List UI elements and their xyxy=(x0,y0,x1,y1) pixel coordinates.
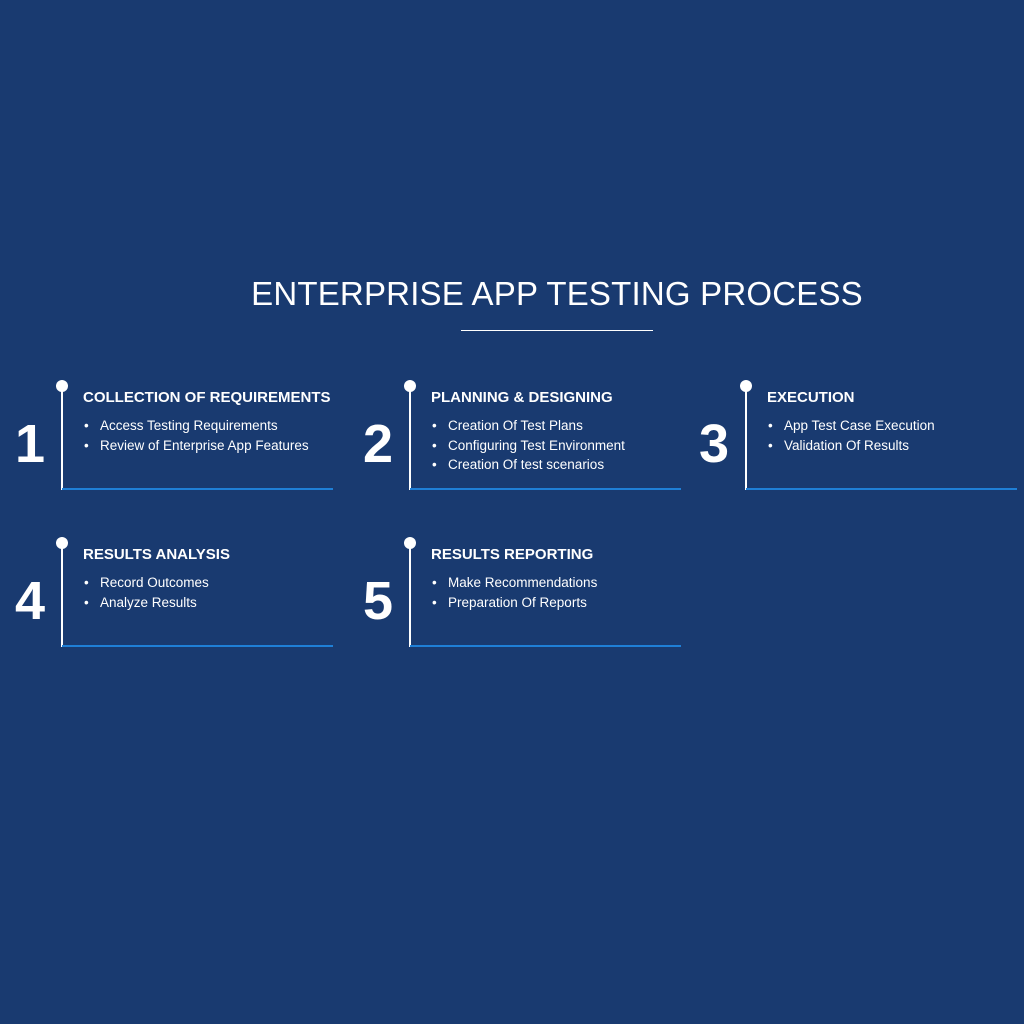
list-item-text: Configuring Test Environment xyxy=(448,437,625,453)
bullet-icon: • xyxy=(432,594,437,610)
step-underline xyxy=(62,645,333,647)
step-number: 1 xyxy=(14,414,46,474)
bullet-icon: • xyxy=(432,418,437,433)
bullet-icon: • xyxy=(768,437,773,453)
step-item-list: • Make Recommendations • Preparation Of Re… xyxy=(431,573,597,612)
list-item-text: Record Outcomes xyxy=(100,575,209,590)
bullet-icon: • xyxy=(84,575,89,590)
step-underline xyxy=(746,488,1017,490)
bullet-icon: • xyxy=(84,594,89,610)
page-title: ENTERPRISE APP TESTING PROCESS xyxy=(251,275,863,312)
bullet-icon: • xyxy=(84,437,89,453)
list-item: • Validation Of Results xyxy=(767,436,935,456)
timeline-vertical-line xyxy=(61,543,63,647)
list-item-text: Creation Of Test Plans xyxy=(448,418,583,433)
step-item-list: • Access Testing Requirements • Review of … xyxy=(83,416,309,455)
bullet-icon: • xyxy=(432,457,437,472)
bullet-icon: • xyxy=(84,418,89,433)
list-item: • Creation Of test scenarios xyxy=(431,455,625,475)
list-item-text: Access Testing Requirements xyxy=(100,418,278,433)
bullet-icon: • xyxy=(432,575,437,590)
step-heading: RESULTS REPORTING xyxy=(431,546,594,563)
list-item: • Configuring Test Environment xyxy=(431,436,625,456)
process-step-4: 4 RESULTS ANALYSIS • Record Outcomes • Ana… xyxy=(13,537,333,649)
step-underline xyxy=(410,488,681,490)
list-item-text: Review of Enterprise App Features xyxy=(100,437,309,453)
step-number: 5 xyxy=(362,571,394,631)
step-underline xyxy=(410,645,681,647)
list-item-text: Analyze Results xyxy=(100,594,197,610)
step-item-list: • App Test Case Execution • Validation Of … xyxy=(767,416,935,455)
list-item: • Access Testing Requirements xyxy=(83,416,309,436)
list-item: • App Test Case Execution xyxy=(767,416,935,436)
step-heading: EXECUTION xyxy=(767,389,855,406)
list-item-text: Creation Of test scenarios xyxy=(448,457,605,472)
step-item-list: • Creation Of Test Plans • Configuring Tes… xyxy=(431,416,625,475)
list-item-text: App Test Case Execution xyxy=(784,418,935,433)
list-item: • Creation Of Test Plans xyxy=(431,416,625,436)
list-item: • Review of Enterprise App Features xyxy=(83,436,309,456)
list-item: • Preparation Of Reports xyxy=(431,593,597,613)
step-item-list: • Record Outcomes • Analyze Results xyxy=(83,573,209,612)
step-number: 3 xyxy=(698,414,730,474)
process-step-1: 1 COLLECTION OF REQUIREMENTS • Access Tes… xyxy=(13,380,333,492)
list-item-text: Validation Of Results xyxy=(784,437,910,453)
process-step-5: 5 RESULTS REPORTING • Make Recommendation… xyxy=(361,537,681,649)
timeline-vertical-line xyxy=(61,386,63,490)
list-item-text: Make Recommendations xyxy=(448,575,598,590)
step-number: 4 xyxy=(14,571,46,631)
bullet-icon: • xyxy=(768,418,773,433)
step-heading: PLANNING & DESIGNING xyxy=(431,389,613,406)
timeline-vertical-line xyxy=(745,386,747,490)
bullet-icon: • xyxy=(432,437,437,453)
process-step-2: 2 PLANNING & DESIGNING • Creation Of Test… xyxy=(361,380,681,492)
step-underline xyxy=(62,488,333,490)
list-item-text: Preparation Of Reports xyxy=(448,594,587,610)
list-item: • Record Outcomes xyxy=(83,573,209,593)
list-item: • Analyze Results xyxy=(83,593,209,613)
title-underline xyxy=(461,330,653,331)
list-item: • Make Recommendations xyxy=(431,573,597,593)
timeline-vertical-line xyxy=(409,543,411,647)
timeline-vertical-line xyxy=(409,386,411,490)
step-heading: RESULTS ANALYSIS xyxy=(83,546,230,563)
step-number: 2 xyxy=(362,414,394,474)
step-heading: COLLECTION OF REQUIREMENTS xyxy=(83,389,331,406)
process-step-3: 3 EXECUTION • App Test Case Execution • Va… xyxy=(697,380,1017,492)
